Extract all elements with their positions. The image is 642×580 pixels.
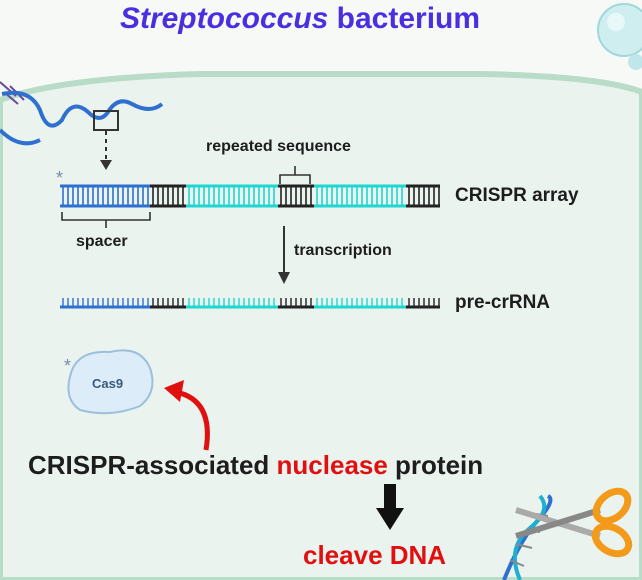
- strand-segment: [186, 298, 278, 309]
- strand-segment: [278, 184, 314, 208]
- strand-segment: [406, 298, 440, 309]
- strand-segment: [186, 184, 278, 208]
- strand-segment: [314, 298, 406, 309]
- label-crispr-array: CRISPR array: [455, 185, 579, 206]
- cas9-protein: [67, 349, 154, 415]
- down-arrow-icon: [376, 484, 404, 530]
- caption-part2: protein: [387, 450, 484, 480]
- strand-segment: [60, 184, 150, 208]
- label-spacer: spacer: [76, 233, 128, 250]
- title-italic: Streptococcus: [119, 2, 329, 35]
- page-title: Streptococcus bacterium: [0, 2, 600, 36]
- strand-segment: [278, 298, 314, 309]
- cell-membrane: [0, 71, 642, 580]
- pre-crrna-strand: [60, 298, 440, 309]
- asterisk-array: *: [56, 168, 64, 188]
- caption-highlight: nuclease: [276, 450, 388, 480]
- bacteriophage-icon: [0, 81, 164, 146]
- cell-bubble-icon: [597, 3, 642, 70]
- label-transcription: transcription: [294, 242, 392, 259]
- strand-segment: [60, 298, 150, 309]
- title-rest: bacterium: [336, 2, 481, 35]
- curved-arrow-icon: [175, 389, 210, 451]
- label-pre-crrna: pre-crRNA: [455, 292, 551, 313]
- scissors-icon: [515, 487, 633, 558]
- magnifier-box-icon: [93, 110, 119, 131]
- strand-segment: [406, 184, 440, 208]
- strand-segment: [150, 184, 186, 208]
- label-cas9: Cas9: [92, 376, 124, 391]
- caption-part1: CRISPR-associated: [28, 450, 277, 480]
- result-label: cleave DNA: [303, 540, 447, 570]
- strand-segment: [150, 298, 186, 309]
- crispr-array-strand: [60, 184, 440, 208]
- asterisk-cas9: *: [64, 356, 72, 376]
- label-repeated-sequence: repeated sequence: [206, 138, 351, 155]
- caption: CRISPR-associated nuclease protein: [28, 450, 483, 481]
- strand-segment: [314, 184, 406, 208]
- dna-helix-icon: [502, 494, 553, 580]
